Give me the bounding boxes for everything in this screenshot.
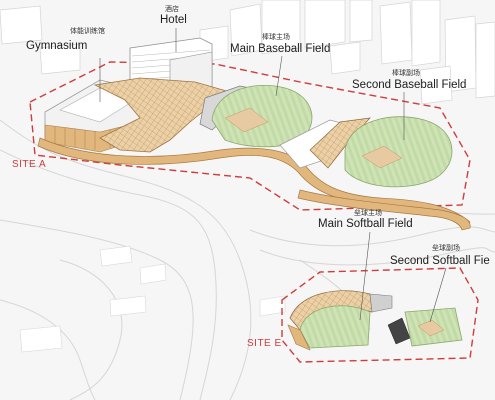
site-e-boundary xyxy=(281,267,479,363)
main-baseball-field xyxy=(211,85,313,148)
main-baseball-label-en: Main Baseball Field xyxy=(230,43,331,55)
second-softball-label-cn: 垒球副场 xyxy=(432,244,460,252)
main-softball-field xyxy=(287,290,393,351)
second-baseball-label-en: Second Baseball Field xyxy=(352,79,467,91)
hotel-label-en: Hotel xyxy=(160,14,187,26)
main-softball-label-cn: 垒球主场 xyxy=(354,209,382,217)
second-baseball-label-cn: 棒球副场 xyxy=(392,69,420,77)
label-leader-lines xyxy=(99,28,447,323)
second-baseball-field xyxy=(344,116,453,188)
background-buildings xyxy=(0,0,495,105)
site-e-label: SITE E xyxy=(247,338,282,349)
site-a-label: SITE A xyxy=(12,159,47,170)
main-softball-label-en: Main Softball Field xyxy=(318,218,413,230)
second-softball-field xyxy=(387,307,463,347)
gymnasium-label-en: Gymnasium xyxy=(26,40,88,52)
hotel-label-cn: 酒店 xyxy=(165,5,179,13)
second-softball-label-en: Second Softball Fie xyxy=(390,255,490,267)
site-a-boundary xyxy=(29,61,471,211)
main-baseball-label-cn: 棒球主场 xyxy=(262,33,290,41)
softball-pier xyxy=(297,189,471,231)
low-blocks xyxy=(19,245,286,353)
gymnasium-label-cn: 体能训练馆 xyxy=(70,27,105,35)
